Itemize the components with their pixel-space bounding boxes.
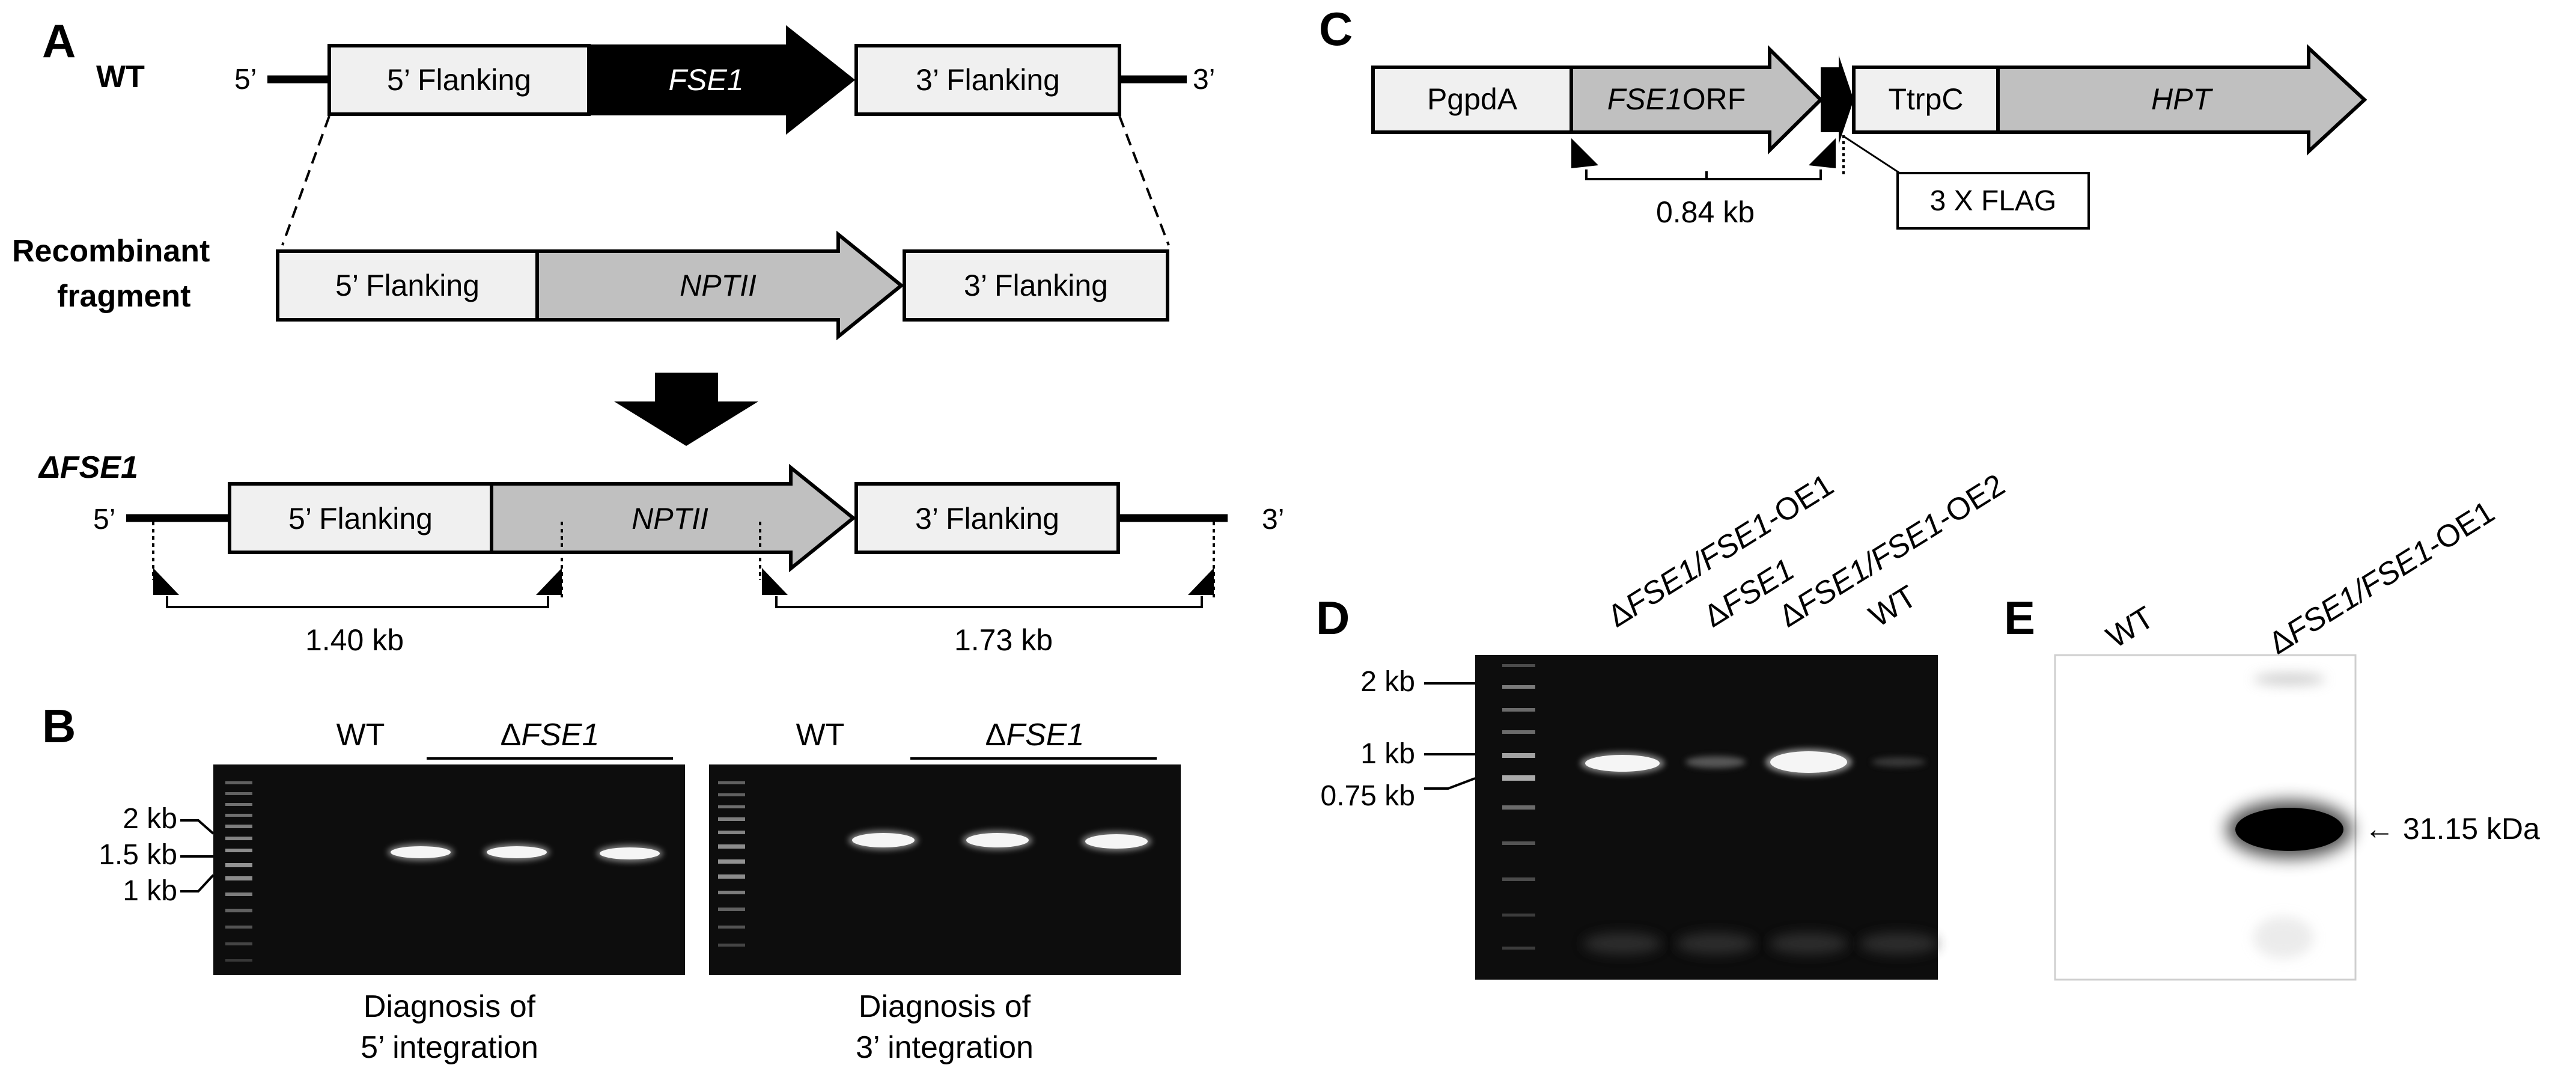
fse1-gene-label: FSE1 bbox=[668, 63, 743, 97]
panel-c: C PgpdA FSE1ORF TtrpC HPT 0.84 kb 3 X FL… bbox=[1319, 2, 2367, 230]
caption-5prime-1: Diagnosis of bbox=[364, 989, 536, 1024]
primer-arrow-icon bbox=[762, 568, 788, 595]
b-mutant-right: ΔFSE1 bbox=[985, 718, 1085, 752]
panel-e-letter: E bbox=[2004, 591, 2035, 644]
gel-3prime-bands bbox=[848, 831, 1151, 851]
pgpda-label: PgpdA bbox=[1427, 82, 1518, 116]
d-lane-4-label: WT bbox=[1863, 579, 1923, 634]
d-ladder-2kb: 2 kb bbox=[1360, 666, 1415, 698]
panel-a-letter: A bbox=[42, 14, 76, 67]
primer-arrow-icon bbox=[1571, 138, 1598, 168]
gel-d bbox=[1475, 655, 1938, 980]
e-lane-wt: WT bbox=[2101, 600, 2160, 655]
fse1-orf-label: FSE1ORF bbox=[1607, 82, 1746, 116]
b-wt-left: WT bbox=[336, 718, 385, 752]
panel-d: D ΔFSE1/FSE1-OE1 ΔFSE1 ΔFSE1/FSE1-OE2 WT… bbox=[1316, 468, 2011, 980]
primer-arrow-icon bbox=[1188, 568, 1214, 595]
primer-arrow-icon bbox=[1809, 138, 1836, 168]
band-size-label: ← 31.15 kDa bbox=[2364, 812, 2540, 846]
primer-map-a: 1.40 kb 1.73 kb bbox=[152, 522, 1215, 657]
size-right-label: 1.73 kb bbox=[954, 623, 1053, 657]
recombinant-label-2: fragment bbox=[57, 279, 190, 314]
mut-five-prime: 5’ bbox=[93, 504, 115, 535]
caption-3prime-1: Diagnosis of bbox=[859, 989, 1031, 1024]
b-ladder-1-5kb: 1.5 kb bbox=[99, 839, 177, 871]
nptii-arrow-recombinant bbox=[535, 230, 904, 341]
panel-b-letter: B bbox=[42, 700, 76, 752]
panel-c-letter: C bbox=[1319, 2, 1353, 55]
panel-d-letter: D bbox=[1316, 591, 1350, 644]
gel-d-ladder bbox=[1502, 664, 1535, 950]
b-ladder-2kb: 2 kb bbox=[123, 803, 177, 835]
b-ladder-1kb: 1 kb bbox=[123, 875, 177, 907]
fse1-orf-arrow bbox=[1570, 44, 1824, 155]
orf-size-label: 0.84 kb bbox=[1656, 195, 1755, 229]
wt-row-label: WT bbox=[96, 59, 145, 94]
ttrpc-box bbox=[1852, 66, 2000, 134]
wt-five-prime: 5’ bbox=[234, 64, 257, 96]
panel-e: E WT ΔFSE1/FSE1-OE1 ← 31.15 kDa bbox=[2004, 495, 2540, 981]
d-ladder-1kb: 1 kb bbox=[1360, 738, 1415, 770]
b-mutant-left: ΔFSE1 bbox=[501, 718, 600, 752]
nptii-label-mutant: NPTII bbox=[632, 502, 708, 535]
flag-callout-label: 3 X FLAG bbox=[1930, 185, 2057, 217]
gel-d-bands bbox=[1580, 749, 1938, 954]
ttrpc-label: TtrpC bbox=[1889, 82, 1964, 116]
gel-3prime bbox=[709, 764, 1181, 975]
hpt-arrow bbox=[1996, 44, 2367, 156]
wt-three-flank-box bbox=[854, 44, 1121, 116]
wt-construct: 5’ 5’ Flanking FSE1 3’ Flanking 3’ bbox=[234, 25, 1215, 135]
gel-3prime-ladder bbox=[718, 781, 745, 947]
flag-tag-block bbox=[1821, 55, 1854, 144]
caption-3prime-2: 3’ integration bbox=[856, 1030, 1034, 1065]
mut-three-prime: 3’ bbox=[1262, 504, 1284, 535]
flag-callout-box bbox=[1896, 172, 2090, 230]
primer-arrow-icon bbox=[153, 568, 179, 595]
size-left-label: 1.40 kb bbox=[305, 623, 404, 657]
primer-arrow-icon bbox=[536, 568, 562, 595]
fse1-gene-arrow bbox=[588, 25, 856, 135]
recombinant-construct: 5’ Flanking NPTII 3’ Flanking bbox=[276, 230, 1169, 341]
recombinant-label-1: Recombinant bbox=[12, 234, 210, 269]
e-lane-oe1: ΔFSE1/FSE1-OE1 bbox=[2263, 495, 2501, 661]
mut-three-flank-label: 3’ Flanking bbox=[915, 502, 1059, 535]
wt-three-prime: 3’ bbox=[1193, 64, 1215, 96]
caption-5prime-2: 5’ integration bbox=[361, 1030, 538, 1065]
mutant-row-label: ΔFSE1 bbox=[38, 450, 138, 485]
b-wt-right: WT bbox=[796, 718, 845, 752]
d-ladder-0-75kb: 0.75 kb bbox=[1321, 780, 1415, 812]
gel-5prime-ladder bbox=[225, 781, 252, 962]
wt-five-flank-label: 5’ Flanking bbox=[387, 63, 531, 97]
down-arrow-icon bbox=[614, 373, 758, 446]
panel-b: B 2 kb 1.5 kb 1 kb WT ΔFSE1 WT ΔFSE1 bbox=[42, 700, 1181, 1065]
rec-five-flank-label: 5’ Flanking bbox=[335, 269, 480, 302]
rec-three-flank-label: 3’ Flanking bbox=[964, 269, 1108, 302]
wt-three-flank-label: 3’ Flanking bbox=[916, 63, 1060, 97]
nptii-label-recombinant: NPTII bbox=[680, 269, 757, 302]
panel-a: A WT 5’ 5’ Flanking FSE1 3’ Flanking 3’ … bbox=[12, 14, 1284, 657]
mut-five-flank-label: 5’ Flanking bbox=[288, 502, 433, 535]
nptii-arrow-mutant bbox=[490, 463, 856, 573]
gel-5prime bbox=[213, 764, 685, 975]
gel-5prime-bands bbox=[388, 844, 663, 862]
hpt-label: HPT bbox=[2151, 82, 2213, 116]
pgpda-box bbox=[1371, 66, 1573, 134]
mutant-construct: 5’ 5’ Flanking NPTII 3’ Flanking 3’ bbox=[93, 463, 1284, 573]
